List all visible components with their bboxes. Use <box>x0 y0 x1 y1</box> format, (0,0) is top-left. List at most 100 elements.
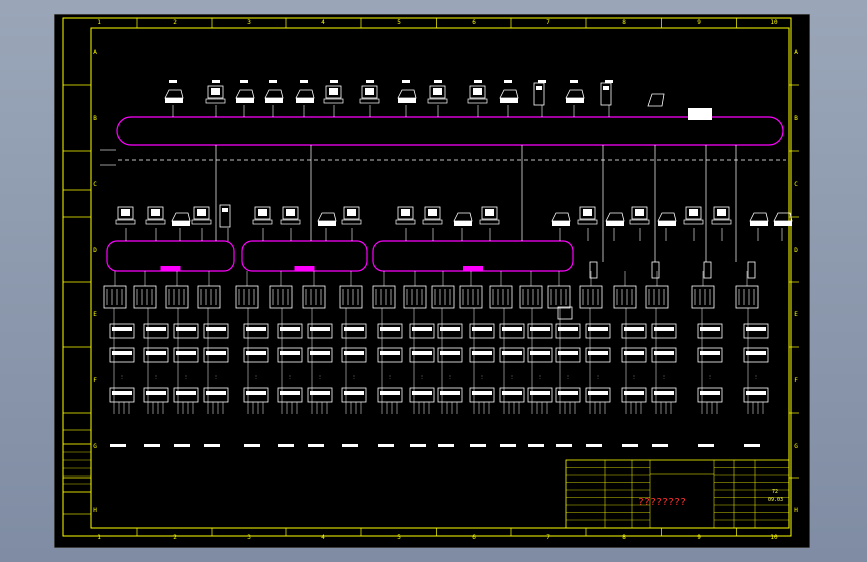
io-module-band <box>502 391 522 395</box>
device-tag <box>474 80 482 83</box>
io-module-band <box>206 391 226 395</box>
io-module-band <box>176 327 196 331</box>
controller-cabinet <box>133 285 157 309</box>
keyboard-icon <box>629 219 650 225</box>
io-module <box>555 387 581 403</box>
printer-tray <box>566 98 584 103</box>
device-tag <box>605 80 613 83</box>
column-label: 2 <box>173 534 177 541</box>
io-module <box>307 387 333 403</box>
legend-cell <box>62 491 92 515</box>
column-caption <box>500 444 516 447</box>
io-module-band <box>624 391 644 395</box>
printer-tray <box>296 98 314 103</box>
monitor-screen <box>211 88 220 95</box>
ring-switch <box>294 266 315 271</box>
io-module-band <box>746 351 766 355</box>
device-tag <box>402 80 410 83</box>
server-bay <box>536 86 542 90</box>
device-tag <box>538 80 546 83</box>
io-module-band <box>176 391 196 395</box>
row-label: B <box>794 115 798 122</box>
monitor-icon <box>254 206 271 220</box>
column-label: 5 <box>397 19 401 26</box>
printer-icon <box>565 89 585 99</box>
printer-tray <box>774 221 792 226</box>
io-ellipsis: ⋮ <box>318 374 322 379</box>
device-tag <box>366 80 374 83</box>
io-module-band <box>502 351 522 355</box>
device-tag <box>330 80 338 83</box>
io-module-band <box>246 391 266 395</box>
laptop-icon <box>647 93 665 107</box>
column-caption <box>342 444 358 447</box>
io-module <box>203 347 229 363</box>
printer-icon <box>317 212 337 222</box>
title-block-value-a: 72 <box>772 489 778 495</box>
device-tag <box>169 80 177 83</box>
io-module-band <box>588 391 608 395</box>
row-label: C <box>794 181 798 188</box>
column-caption <box>174 444 190 447</box>
io-ellipsis: ⋮ <box>662 374 666 379</box>
io-module <box>143 387 169 403</box>
printer-tray <box>318 221 336 226</box>
io-module <box>173 347 199 363</box>
io-module-band <box>472 391 492 395</box>
monitor-screen <box>121 209 130 216</box>
device-tag <box>504 80 512 83</box>
io-module <box>651 323 677 339</box>
io-module <box>203 387 229 403</box>
printer-tray <box>658 221 676 226</box>
io-module <box>143 347 169 363</box>
keyboard-icon <box>191 219 212 225</box>
io-module-band <box>746 327 766 331</box>
sheet-edge <box>54 14 810 548</box>
io-module <box>499 347 525 363</box>
io-module-band <box>654 391 674 395</box>
title-block-center-text: ???????? <box>638 497 686 508</box>
io-module-band <box>112 351 132 355</box>
io-module <box>277 387 303 403</box>
column-label: 8 <box>622 534 626 541</box>
row-label: A <box>794 49 798 56</box>
io-module-band <box>112 327 132 331</box>
keyboard-icon <box>422 219 443 225</box>
monitor-icon <box>325 85 342 99</box>
printer-icon <box>164 89 184 99</box>
monitor-icon <box>429 85 446 99</box>
monitor-icon <box>579 206 596 220</box>
monitor-screen <box>286 209 295 216</box>
io-module <box>585 323 611 339</box>
io-module <box>377 347 403 363</box>
io-module <box>277 323 303 339</box>
io-module <box>743 323 769 339</box>
column-label: 9 <box>697 19 701 26</box>
keyboard-icon <box>115 219 136 225</box>
keyboard-icon <box>205 98 226 104</box>
monitor-icon <box>207 85 224 99</box>
printer-icon <box>551 212 571 222</box>
io-module-band <box>112 391 132 395</box>
column-label: 10 <box>770 19 778 26</box>
io-ellipsis: ⋮ <box>632 374 636 379</box>
io-ellipsis: ⋮ <box>420 374 424 379</box>
io-module <box>307 347 333 363</box>
row-label: G <box>794 443 798 450</box>
io-module-band <box>280 351 300 355</box>
io-module-band <box>412 391 432 395</box>
io-module <box>621 347 647 363</box>
ring-switch <box>463 266 483 271</box>
io-module-band <box>146 327 166 331</box>
monitor-icon <box>343 206 360 220</box>
controller-cabinets <box>103 271 759 320</box>
monitor-screen <box>473 88 482 95</box>
column-label: 3 <box>247 19 251 26</box>
printer-icon <box>749 212 769 222</box>
monitor-icon <box>147 206 164 220</box>
io-module <box>341 387 367 403</box>
printer-icon <box>397 89 417 99</box>
io-module-band <box>412 327 432 331</box>
